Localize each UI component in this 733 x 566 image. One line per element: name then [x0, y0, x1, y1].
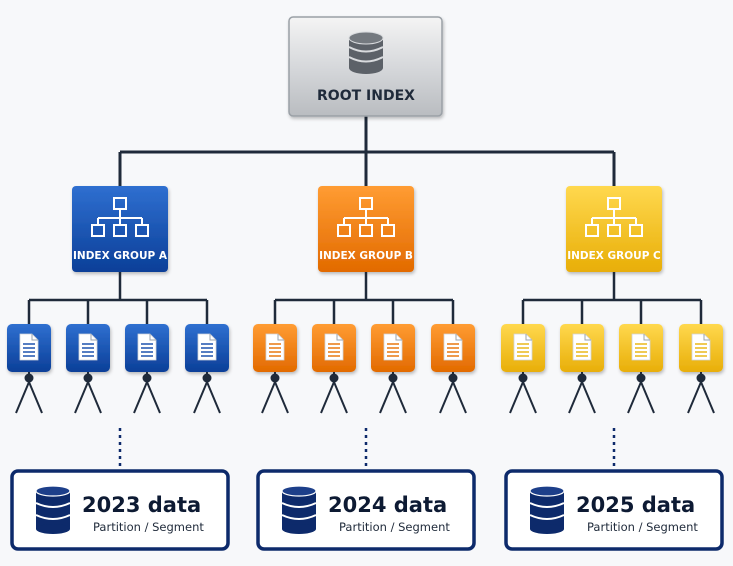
document-icon — [78, 333, 98, 361]
document-icon — [631, 333, 651, 361]
group-box-c — [566, 186, 662, 272]
leaf-branches — [439, 372, 467, 414]
document-icon — [137, 333, 157, 361]
root-connectors — [118, 116, 616, 186]
document-icon — [197, 333, 217, 361]
group-connectors-c — [521, 272, 703, 324]
group-box-b — [318, 186, 414, 272]
group-label-b: INDEX GROUP B — [319, 250, 413, 262]
document-icon — [19, 333, 39, 361]
document-icon — [572, 333, 592, 361]
data-title-b: 2024 data — [328, 493, 447, 517]
document-icon — [443, 333, 463, 361]
group-label-c: INDEX GROUP C — [567, 250, 661, 262]
hierarchy-icon — [91, 197, 149, 237]
hierarchy-icon — [337, 197, 395, 237]
database-icon — [529, 485, 565, 534]
leaf-branches — [261, 372, 289, 414]
root-index-label: ROOT INDEX — [317, 88, 415, 104]
database-icon — [281, 485, 317, 534]
leaf-branches — [193, 372, 221, 414]
data-subtitle-b: Partition / Segment — [339, 520, 450, 534]
hierarchy-icon — [585, 197, 643, 237]
data-subtitle-a: Partition / Segment — [93, 520, 204, 534]
data-title-a: 2023 data — [82, 493, 201, 517]
leaf-branches — [687, 372, 715, 414]
database-icon — [35, 485, 71, 534]
database-icon — [348, 31, 384, 74]
leaf-branches — [74, 372, 102, 414]
group-box-a — [72, 186, 168, 272]
group-connectors-b — [273, 272, 455, 324]
leaf-branches — [320, 372, 348, 414]
document-icon — [691, 333, 711, 361]
leaf-branches — [379, 372, 407, 414]
data-subtitle-c: Partition / Segment — [587, 520, 698, 534]
leaf-branches — [627, 372, 655, 414]
leaf-branches — [15, 372, 43, 414]
group-connectors-a — [27, 272, 209, 324]
leaf-branches — [133, 372, 161, 414]
document-icon — [383, 333, 403, 361]
data-title-c: 2025 data — [576, 493, 695, 517]
leaf-branches — [568, 372, 596, 414]
document-icon — [513, 333, 533, 361]
group-label-a: INDEX GROUP A — [73, 250, 168, 262]
document-icon — [324, 333, 344, 361]
document-icon — [265, 333, 285, 361]
leaf-branches — [509, 372, 537, 414]
